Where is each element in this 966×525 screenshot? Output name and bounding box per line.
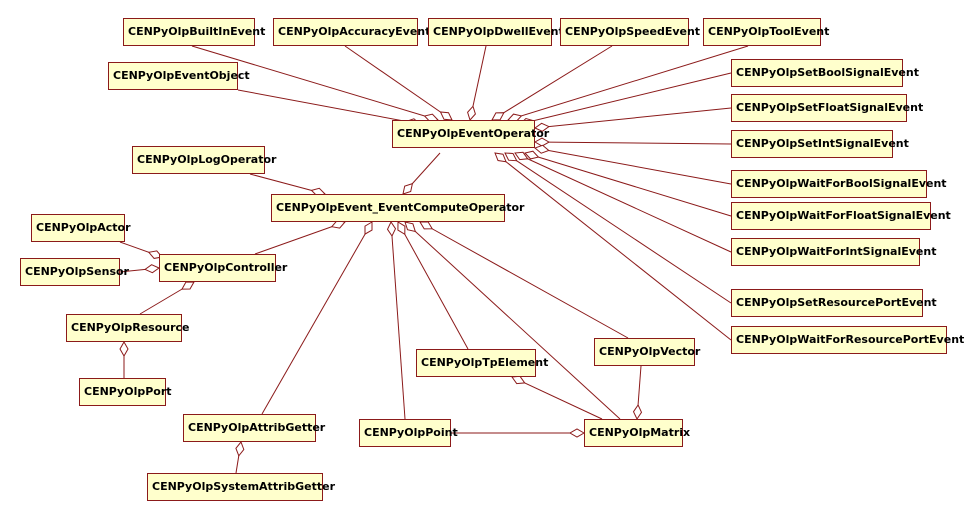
edge-compute-point-diamond — [386, 220, 397, 238]
edge-eventop-setfloat — [534, 107, 732, 129]
class-node-accuracy-event[interactable]: CENPyOlpAccuracyEvent — [273, 18, 430, 46]
edge-matrix-vector-diamond — [632, 403, 643, 421]
edge-eventop-accuracy-diamond — [439, 111, 453, 121]
class-node-matrix[interactable]: CENPyOlpMatrix — [584, 419, 690, 447]
class-node-system-attrib-getter[interactable]: CENPyOlpSystemAttribGetter — [147, 473, 335, 501]
edge-eventop-setresport-diamond — [504, 152, 518, 162]
edge-eventop-setfloat-diamond — [533, 122, 550, 132]
class-node-set-float-signal-event[interactable]: CENPyOlpSetFloatSignalEvent — [731, 94, 923, 122]
edge-compute-matrix — [404, 221, 621, 420]
edge-eventop-accuracy — [344, 45, 453, 121]
class-node-port[interactable]: CENPyOlpPort — [79, 378, 172, 406]
edge-compute-attribgetter-diamond — [364, 221, 373, 235]
edge-matrix-point-diamond — [568, 428, 586, 438]
edge-compute-attribgetter — [261, 221, 373, 415]
class-node-controller[interactable]: CENPyOlpController — [159, 254, 287, 282]
edge-tpelement-matrix — [511, 376, 603, 420]
class-node-wait-for-int-signal-event[interactable]: CENPyOlpWaitForIntSignalEvent — [731, 238, 936, 266]
edge-eventop-setbool — [519, 72, 732, 125]
edge-compute-controller — [254, 221, 346, 255]
class-node-wait-for-resource-port-event[interactable]: CENPyOlpWaitForResourcePortEvent — [731, 326, 964, 354]
edge-eventop-waitresport-diamond — [494, 152, 507, 163]
class-node-sensor[interactable]: CENPyOlpSensor — [20, 258, 129, 286]
edge-eventop-speed-diamond — [491, 112, 505, 121]
class-node-set-bool-signal-event[interactable]: CENPyOlpSetBoolSignalEvent — [731, 59, 919, 87]
edge-eventop-waitbool — [534, 147, 732, 185]
edge-eventop-tool — [507, 45, 749, 121]
edge-eventop-waitbool-diamond — [534, 144, 550, 154]
edge-compute-point — [390, 221, 406, 420]
edge-eventop-eventobject — [237, 89, 421, 125]
edge-resource-port-diamond — [119, 340, 129, 358]
class-node-vector[interactable]: CENPyOlpVector — [594, 338, 700, 366]
class-node-event-operator[interactable]: CENPyOlpEventOperator — [392, 120, 549, 148]
class-node-builtin-event[interactable]: CENPyOlpBuiltInEvent — [123, 18, 265, 46]
edge-controller-actor-diamond — [147, 250, 163, 259]
class-node-event-object[interactable]: CENPyOlpEventObject — [108, 62, 250, 90]
edge-eventop-speed — [491, 45, 613, 121]
edge-eventop-waitint-diamond — [514, 151, 529, 161]
edge-compute-eventop-diamond — [402, 182, 414, 195]
edge-eventop-dwell-diamond — [467, 105, 476, 121]
class-node-wait-for-float-signal-event[interactable]: CENPyOlpWaitForFloatSignalEvent — [731, 202, 951, 230]
class-node-set-int-signal-event[interactable]: CENPyOlpSetIntSignalEvent — [731, 130, 909, 158]
class-node-resource[interactable]: CENPyOlpResource — [66, 314, 190, 342]
edge-eventop-waitfloat-diamond — [524, 150, 540, 160]
edge-eventop-waitresport — [494, 152, 732, 341]
edge-controller-sensor-diamond — [144, 264, 161, 274]
class-node-actor[interactable]: CENPyOlpActor — [31, 214, 131, 242]
edge-compute-tpelement-diamond — [397, 221, 406, 236]
class-node-event-compute-operator[interactable]: CENPyOlpEvent_EventComputeOperator — [271, 194, 524, 222]
class-node-wait-for-bool-signal-event[interactable]: CENPyOlpWaitForBoolSignalEvent — [731, 170, 947, 198]
edge-compute-vector — [419, 221, 629, 339]
edge-eventop-setint-diamond — [533, 137, 551, 147]
class-node-log-operator[interactable]: CENPyOlpLogOperator — [132, 146, 276, 174]
class-node-dwell-event[interactable]: CENPyOlpDwellEvent — [428, 18, 564, 46]
class-node-attrib-getter[interactable]: CENPyOlpAttribGetter — [183, 414, 325, 442]
class-node-tp-element[interactable]: CENPyOlpTpElement — [416, 349, 548, 377]
edge-eventop-setresport — [504, 152, 732, 304]
class-node-point[interactable]: CENPyOlpPoint — [359, 419, 458, 447]
edge-eventop-waitint — [514, 152, 732, 253]
edge-compute-tpelement — [397, 221, 469, 350]
edge-controller-resource-diamond — [181, 281, 195, 290]
class-node-tool-event[interactable]: CENPyOlpToolEvent — [703, 18, 829, 46]
class-node-set-resource-port-event[interactable]: CENPyOlpSetResourcePortEvent — [731, 289, 937, 317]
edge-eventop-setint — [534, 141, 732, 145]
edge-attribgetter-sysattrib-diamond — [235, 441, 245, 457]
edge-eventop-waitfloat — [524, 152, 732, 217]
class-node-speed-event[interactable]: CENPyOlpSpeedEvent — [560, 18, 700, 46]
edge-compute-matrix-diamond — [404, 221, 417, 233]
edge-eventop-builtin — [191, 45, 439, 121]
